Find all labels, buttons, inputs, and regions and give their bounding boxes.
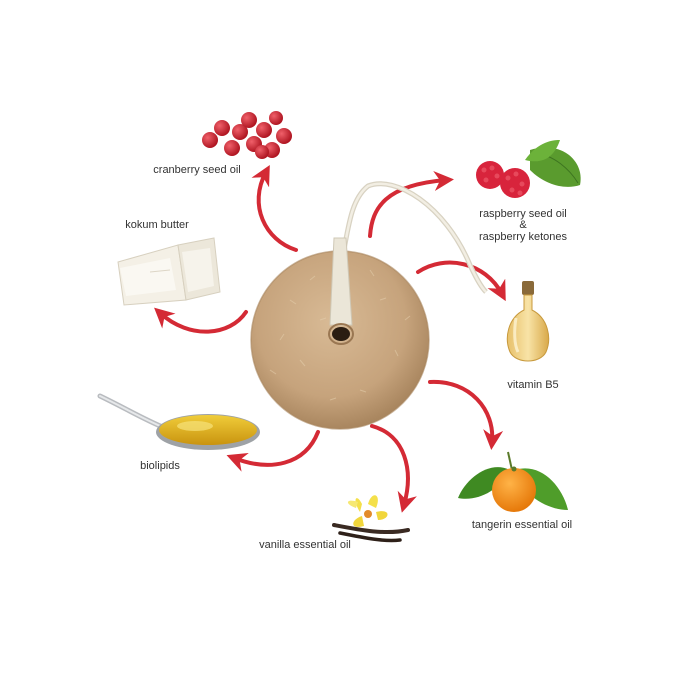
label-raspberry-line1: raspberry seed oil [479, 208, 566, 220]
label-vitamin: vitamin B5 [507, 379, 558, 391]
arrow-raspberry [368, 171, 454, 238]
label-tangerin: tangerin essential oil [472, 519, 572, 531]
label-cranberry: cranberry seed oil [153, 164, 240, 176]
arrow-vitamin [416, 260, 506, 302]
label-vanilla: vanilla essential oil [259, 539, 351, 551]
arrow-biolipids [226, 430, 320, 472]
label-biolipids: biolipids [140, 460, 180, 472]
vanilla-icon [332, 495, 410, 543]
arrow-kokum [154, 307, 248, 334]
tangerine-icon [458, 451, 568, 512]
arrow-vanilla [370, 424, 417, 513]
vitamin-bottle-icon [506, 281, 550, 362]
soap-bar-icon [250, 237, 430, 430]
cord [337, 181, 488, 294]
arrow-tangerin [428, 379, 504, 450]
raspberry-icon [476, 139, 581, 198]
label-raspberry-line2: raspberry ketones [479, 231, 568, 243]
butter-icon [117, 237, 221, 306]
label-raspberry-amp: & [519, 219, 527, 231]
spoon-oil-icon [97, 393, 260, 450]
label-kokum: kokum butter [125, 219, 189, 231]
arrow-cranberry [251, 164, 298, 252]
cranberry-icon [202, 111, 292, 159]
arrows [154, 164, 506, 513]
